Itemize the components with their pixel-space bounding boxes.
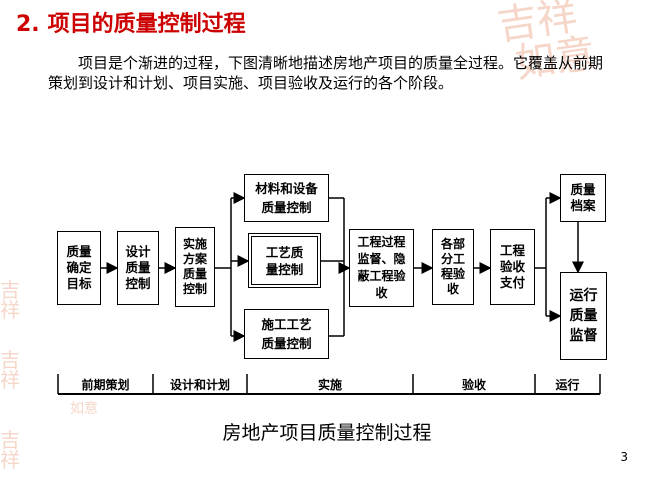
phase-label-operation: 运行: [555, 377, 580, 392]
box-process-quality: 工艺质量控制: [248, 233, 321, 288]
box-quality-goal: 质量确定目标: [57, 231, 101, 305]
phase-label-design: 设计和计划: [169, 377, 230, 392]
box-implementation-plan: 实施方案质量控制: [175, 227, 215, 307]
box-partial-acceptance-label: 各部分工程验收: [440, 237, 465, 296]
box-project-acceptance-label: 工程验收支付: [499, 243, 525, 290]
phase-label-planning: 前期策划: [81, 377, 130, 392]
section-title: 项目的质量控制过程: [47, 12, 246, 37]
box-partial-acceptance: 各部分工程验收: [432, 229, 474, 305]
phase-label-implementation: 实施: [317, 377, 342, 392]
watermark-seal-left-1: 吉祥: [0, 278, 20, 322]
box-material-equipment: 材料和设备质量控制: [244, 174, 329, 222]
page-number: 3: [620, 450, 628, 464]
box-quality-goal-label: 质量确定目标: [66, 244, 92, 291]
intro-paragraph: 项目是个渐进的过程，下图清晰地描述房地产项目的质量全过程。它覆盖从前期策划到设计…: [48, 54, 604, 92]
watermark-seal-left-3: 如意: [70, 401, 98, 417]
box-quality-archive: 质量档案: [560, 174, 606, 222]
box-quality-archive-label: 质量档案: [570, 182, 596, 213]
diagram-caption: 房地产项目质量控制过程: [222, 422, 432, 444]
box-design-quality-label: 设计质量控制: [125, 244, 151, 291]
box-material-equipment-label: 材料和设备质量控制: [255, 181, 318, 215]
box-construction-process: 施工工艺质量控制: [244, 309, 329, 359]
box-project-acceptance: 工程验收支付: [490, 229, 535, 305]
box-process-supervision: 工程过程监督、隐蔽工程验收: [349, 229, 414, 307]
watermark-seal-left-4: 吉祥: [0, 428, 20, 472]
section-number: 2.: [16, 12, 40, 37]
box-implementation-plan-label: 实施方案质量控制: [182, 237, 207, 296]
section-heading: 2. 项目的质量控制过程: [16, 6, 246, 38]
box-construction-process-label: 施工工艺质量控制: [261, 317, 312, 351]
box-process-quality-inner: 工艺质量控制: [251, 236, 318, 285]
box-process-supervision-label: 工程过程监督、隐蔽工程验收: [357, 235, 406, 300]
box-operation-supervision-label: 运行质量监督: [569, 288, 598, 344]
watermark-seal-left-2: 吉祥: [0, 348, 20, 392]
box-process-quality-label: 工艺质量控制: [265, 244, 304, 277]
box-design-quality: 设计质量控制: [117, 231, 159, 305]
phase-label-acceptance: 验收: [461, 377, 486, 392]
box-operation-supervision: 运行质量监督: [560, 272, 607, 360]
